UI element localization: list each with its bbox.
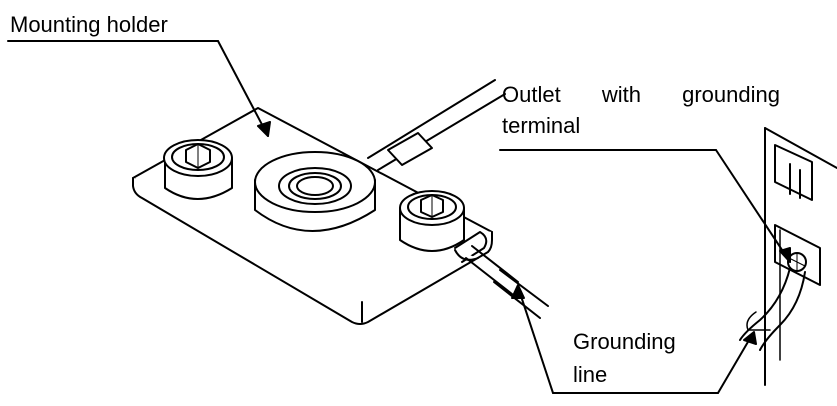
outlet-word-3: grounding (682, 82, 780, 107)
right-screw-with-lug (399, 190, 488, 263)
outlet-word-1: Outlet (502, 82, 561, 107)
grounding-cable-plate (454, 245, 549, 319)
leaders (7, 40, 791, 394)
outlet-word-2: with (601, 82, 641, 107)
wall-outlet (764, 127, 837, 386)
sensor-cable (367, 79, 506, 171)
grounding-line-label-line2: line (573, 362, 608, 387)
mounting-holder-label: Mounting holder (10, 12, 168, 37)
left-screw (163, 139, 233, 200)
outlet-label-line1: Outlet with grounding (502, 82, 780, 108)
outlet-label-line2: terminal (502, 113, 581, 138)
load-cell-button (254, 151, 376, 232)
grounding-cable-outlet (739, 267, 806, 351)
grounding-line-label-line1: Grounding (573, 329, 676, 354)
